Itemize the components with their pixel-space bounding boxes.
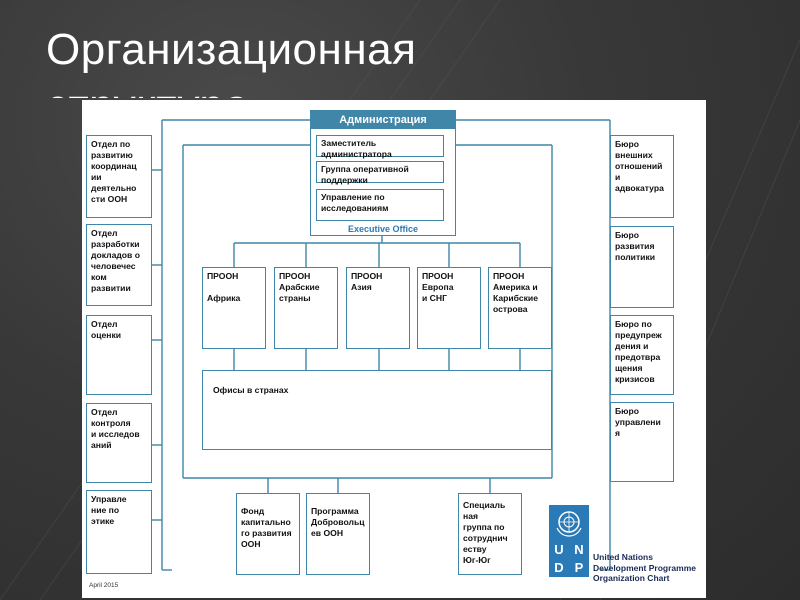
logo-letter-u: U bbox=[554, 542, 564, 557]
regional-asia: ПРООН Азия bbox=[346, 267, 410, 349]
undp-caption: United Nations Development Programme Org… bbox=[593, 552, 696, 583]
left-unit-un-coordination: Отдел по развитию координац ии деятельно… bbox=[86, 135, 152, 218]
regional-arab-states: ПРООН Арабские страны bbox=[274, 267, 338, 349]
bottom-unit-volunteers: Программа Добровольц ев ООН bbox=[306, 493, 370, 575]
left-unit-audit: Отдел контроля и исследов аний bbox=[86, 403, 152, 483]
slide-title-line1: Организационная bbox=[46, 25, 417, 74]
slide-title: Организационная структура bbox=[46, 22, 416, 98]
bottom-unit-south-south: Специаль ная группа по сотруднич еству Ю… bbox=[458, 493, 522, 575]
research-office-box: Управление по исследованиям bbox=[316, 189, 444, 221]
slide-title-line2: структура bbox=[46, 78, 416, 98]
right-unit-external-relations: Бюро внешних отношений и адвокатура bbox=[610, 135, 674, 218]
left-unit-human-development: Отдел разработки докладов о человечес ко… bbox=[86, 224, 152, 306]
operations-support-box: Группа оперативной поддержки bbox=[316, 161, 444, 185]
undp-logo: U N D P bbox=[549, 505, 589, 577]
regional-africa: ПРООН Африка bbox=[202, 267, 266, 349]
logo-letter-p: P bbox=[574, 560, 584, 575]
logo-letter-n: N bbox=[574, 542, 584, 557]
admin-box: Администрация Заместитель администратора… bbox=[310, 110, 456, 236]
regional-americas: ПРООН Америка и Карибские острова bbox=[488, 267, 552, 349]
un-emblem-icon bbox=[556, 511, 582, 537]
regional-europe-cis: ПРООН Европа и СНГ bbox=[417, 267, 481, 349]
logo-letter-d: D bbox=[554, 560, 564, 575]
right-unit-crisis-prevention: Бюро по предупреж дения и предотвра щени… bbox=[610, 315, 674, 395]
executive-office-caption: Executive Office bbox=[347, 224, 419, 234]
right-unit-policy: Бюро развития политики bbox=[610, 226, 674, 308]
left-unit-ethics: Управле ние по этике bbox=[86, 490, 152, 574]
country-offices-box: Офисы в странах bbox=[202, 370, 552, 450]
left-unit-evaluation: Отдел оценки bbox=[86, 315, 152, 395]
admin-header: Администрация bbox=[311, 111, 455, 129]
bottom-unit-capital-fund: Фонд капитально го развития ООН bbox=[236, 493, 300, 575]
right-unit-management: Бюро управлени я bbox=[610, 402, 674, 482]
chart-date: April 2015 bbox=[89, 582, 119, 589]
deputy-administrator-box: Заместитель администратора bbox=[316, 135, 444, 159]
org-chart: Администрация Заместитель администратора… bbox=[82, 100, 706, 598]
